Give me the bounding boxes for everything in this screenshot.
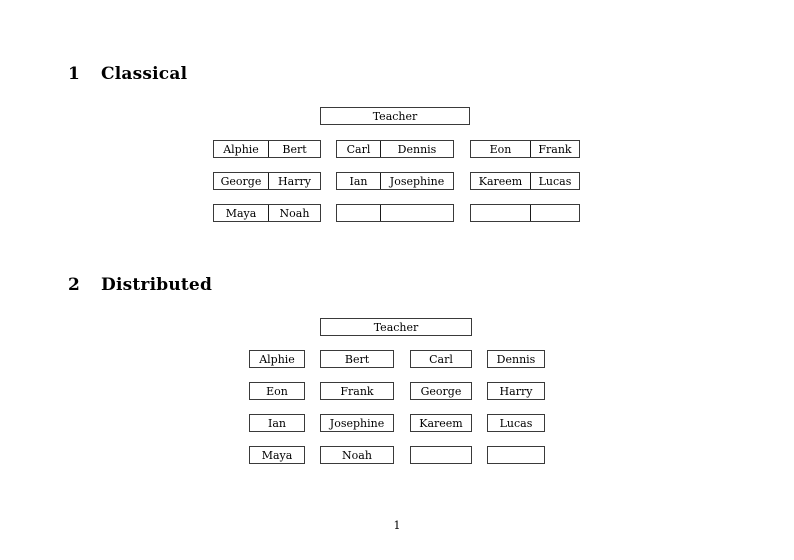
distributed-teacher-label: Teacher [373,320,419,334]
classical-pair-g3-r2[interactable]: Kareem Lucas [470,172,580,190]
distributed-box-maya[interactable]: Maya [249,446,305,464]
classical-pair-g2-r1[interactable]: Carl Dennis [336,140,454,158]
classical-pair-g1-r2[interactable]: George Harry [213,172,321,190]
classical-cell-josephine[interactable]: Josephine [389,174,445,188]
classical-pair-g2-r2[interactable]: Ian Josephine [336,172,454,190]
distributed-box-dennis[interactable]: Dennis [487,350,545,368]
section-heading-classical: 1 Classical [68,66,187,83]
classical-cell-kareem[interactable]: Kareem [471,173,531,189]
section-title: Distributed [101,275,213,295]
classical-pair-g3-r1[interactable]: Eon Frank [470,140,580,158]
distributed-box-lucas[interactable]: Lucas [487,414,545,432]
distributed-box-noah[interactable]: Noah [320,446,394,464]
classical-cell-empty-g3-2[interactable] [531,205,579,221]
classical-cell-alphie[interactable]: Alphie [214,141,269,157]
classical-pair-g1-r1[interactable]: Alphie Bert [213,140,321,158]
section-title: Classical [101,64,188,84]
classical-cell-harry[interactable]: Harry [278,174,311,188]
classical-teacher-label: Teacher [372,109,418,123]
classical-cell-carl[interactable]: Carl [337,141,381,157]
classical-cell-frank[interactable]: Frank [538,142,572,156]
section-number: 2 [68,275,81,295]
classical-cell-empty-g2-1[interactable] [337,205,381,221]
section-number: 1 [68,64,81,84]
distributed-box-kareem[interactable]: Kareem [410,414,472,432]
distributed-teacher-box[interactable]: Teacher [320,318,472,336]
distributed-box-george[interactable]: George [410,382,472,400]
classical-teacher-box[interactable]: Teacher [320,107,470,125]
distributed-box-harry[interactable]: Harry [487,382,545,400]
distributed-box-alphie[interactable]: Alphie [249,350,305,368]
distributed-box-empty-1[interactable] [410,446,472,464]
classical-cell-eon[interactable]: Eon [471,141,531,157]
distributed-box-empty-2[interactable] [487,446,545,464]
classical-cell-dennis[interactable]: Dennis [397,142,437,156]
classical-cell-maya[interactable]: Maya [214,205,269,221]
section-heading-distributed: 2 Distributed [68,277,212,294]
classical-cell-noah[interactable]: Noah [279,206,310,220]
classical-cell-empty-g3-1[interactable] [471,205,531,221]
classical-pair-g1-r3[interactable]: Maya Noah [213,204,321,222]
classical-pair-g2-r3[interactable] [336,204,454,222]
classical-cell-bert[interactable]: Bert [282,142,307,156]
distributed-box-ian[interactable]: Ian [249,414,305,432]
classical-cell-lucas[interactable]: Lucas [538,174,572,188]
distributed-box-bert[interactable]: Bert [320,350,394,368]
distributed-box-carl[interactable]: Carl [410,350,472,368]
page-number: 1 [393,519,401,532]
classical-cell-george[interactable]: George [214,173,269,189]
classical-pair-g3-r3[interactable] [470,204,580,222]
distributed-box-eon[interactable]: Eon [249,382,305,400]
classical-cell-ian[interactable]: Ian [337,173,381,189]
classical-cell-empty-g2-2[interactable] [381,205,453,221]
distributed-box-frank[interactable]: Frank [320,382,394,400]
distributed-box-josephine[interactable]: Josephine [320,414,394,432]
